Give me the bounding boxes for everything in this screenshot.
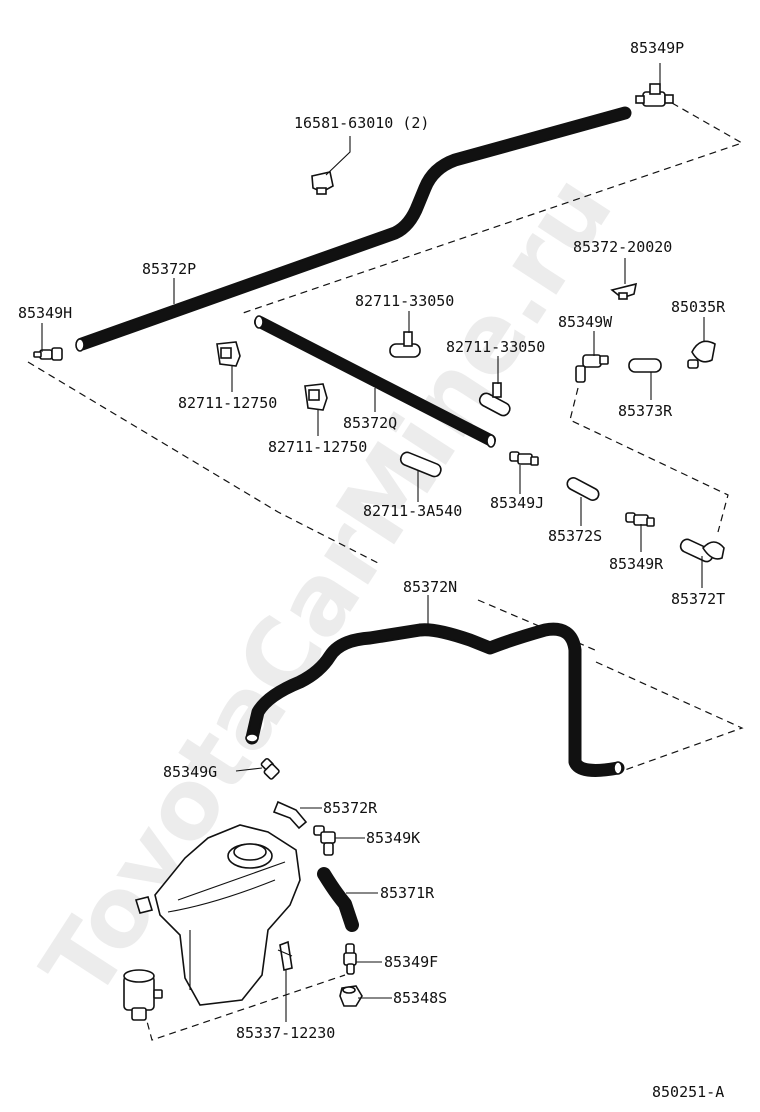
- washer-tank[interactable]: [134, 824, 301, 1006]
- label-85372T: 85372T: [671, 590, 725, 608]
- label-85349P: 85349P: [630, 39, 684, 57]
- label-85372S: 85372S: [548, 527, 602, 545]
- label-85349R: 85349R: [609, 555, 664, 573]
- label-85372P: 85372P: [142, 260, 196, 278]
- label-85349K: 85349K: [366, 829, 420, 847]
- joint-85349J[interactable]: [509, 451, 539, 466]
- hose-85373R[interactable]: [628, 358, 662, 373]
- clamp-82711-12750-b[interactable]: [304, 383, 328, 411]
- clamp-82711-33050-b[interactable]: [478, 382, 512, 418]
- label-16581-63010: 16581-63010 (2): [294, 114, 429, 132]
- label-82711-33050-b: 82711-33050: [446, 338, 545, 356]
- nozzle-85035R[interactable]: [687, 340, 716, 369]
- connector-85349P[interactable]: [635, 83, 674, 107]
- label-85373R: 85373R: [618, 402, 673, 420]
- clamp-82711-12750-a[interactable]: [216, 341, 241, 367]
- label-85348S: 85348S: [393, 989, 447, 1007]
- joint-85349F[interactable]: [343, 943, 357, 975]
- assembly-outline-middle: [477, 599, 744, 771]
- label-85372N: 85372N: [403, 578, 457, 596]
- label-82711-12750-a: 82711-12750: [178, 394, 277, 412]
- label-85372R: 85372R: [323, 799, 378, 817]
- washer-pump[interactable]: [123, 969, 163, 1021]
- hose-85372T[interactable]: [679, 537, 725, 563]
- hose-85371R[interactable]: [317, 867, 359, 932]
- label-82711-3A540: 82711-3A540: [363, 502, 462, 520]
- hose-85372P[interactable]: [75, 106, 632, 352]
- joint-85349G[interactable]: [260, 757, 280, 780]
- assembly-outline-right: [569, 387, 729, 533]
- label-85371R: 85371R: [380, 884, 435, 902]
- label-85349W: 85349W: [558, 313, 613, 331]
- label-85349H: 85349H: [18, 304, 72, 322]
- hose-85372R[interactable]: [272, 800, 308, 830]
- label-85035R: 85035R: [671, 298, 726, 316]
- grommet-85337-12230[interactable]: [277, 940, 293, 971]
- hose-85372Q[interactable]: [254, 315, 496, 448]
- assembly-outline-upper: [27, 102, 744, 564]
- label-85372-20020: 85372-20020: [573, 238, 672, 256]
- elbow-85349K[interactable]: [313, 825, 336, 856]
- cap-85348S[interactable]: [339, 985, 363, 1007]
- label-85349F: 85349F: [384, 953, 438, 971]
- label-82711-33050-a: 82711-33050: [355, 292, 454, 310]
- diagram-code: 850251-A: [652, 1083, 724, 1101]
- label-85349J: 85349J: [490, 494, 544, 512]
- label-82711-12750-b: 82711-12750: [268, 438, 367, 456]
- hose-85372N[interactable]: [245, 622, 625, 777]
- clamp-82711-33050-a[interactable]: [389, 331, 421, 358]
- label-85337-12230: 85337-12230: [236, 1024, 335, 1042]
- hose-85372S[interactable]: [565, 476, 601, 503]
- label-85372Q: 85372Q: [343, 414, 397, 432]
- clip-85372-20020[interactable]: [610, 282, 638, 300]
- elbow-85349W[interactable]: [575, 354, 609, 383]
- joint-85349R[interactable]: [625, 512, 655, 527]
- clip-16581-63010[interactable]: [311, 171, 334, 195]
- leader-lines: [41, 63, 705, 1022]
- label-85349G: 85349G: [163, 763, 217, 781]
- joint-85349H[interactable]: [33, 347, 63, 361]
